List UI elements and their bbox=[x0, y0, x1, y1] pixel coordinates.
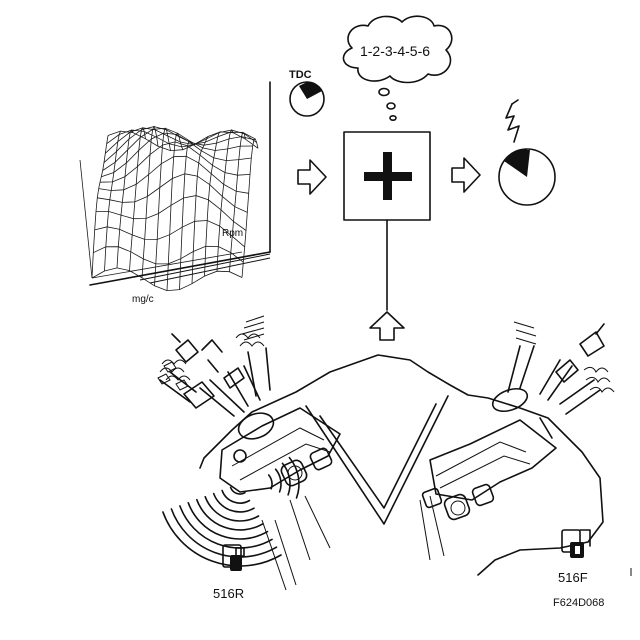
firing-order-text: 1-2-3-4-5-6 bbox=[360, 43, 430, 59]
sensor-516f: 516F bbox=[558, 529, 591, 585]
arrow-icon bbox=[451, 157, 481, 193]
sensor-516r-label: 516R bbox=[213, 586, 244, 601]
engine-cross-section bbox=[157, 315, 615, 591]
map-load-label: mg/c bbox=[132, 294, 154, 305]
ecu-plus-icon bbox=[343, 131, 431, 221]
arrow-icon bbox=[369, 311, 405, 341]
map-surface-mesh bbox=[79, 125, 259, 292]
ignition-spark-icon bbox=[498, 99, 556, 206]
tdc-label: TDC bbox=[289, 69, 312, 81]
ignition-map-3d: Rpm mg/c bbox=[79, 81, 271, 305]
sensor-516f-label: 516F bbox=[558, 570, 588, 585]
figure-id: F624D068 bbox=[553, 597, 604, 609]
tdc-clock-icon: TDC bbox=[289, 69, 325, 117]
firing-order-cloud: 1-2-3-4-5-6 bbox=[342, 15, 453, 122]
sensor-signal-waves bbox=[162, 456, 300, 567]
arrow-icon bbox=[297, 159, 327, 195]
sensor-516r: 516R bbox=[213, 544, 245, 601]
map-rpm-label: Rpm bbox=[222, 228, 243, 239]
